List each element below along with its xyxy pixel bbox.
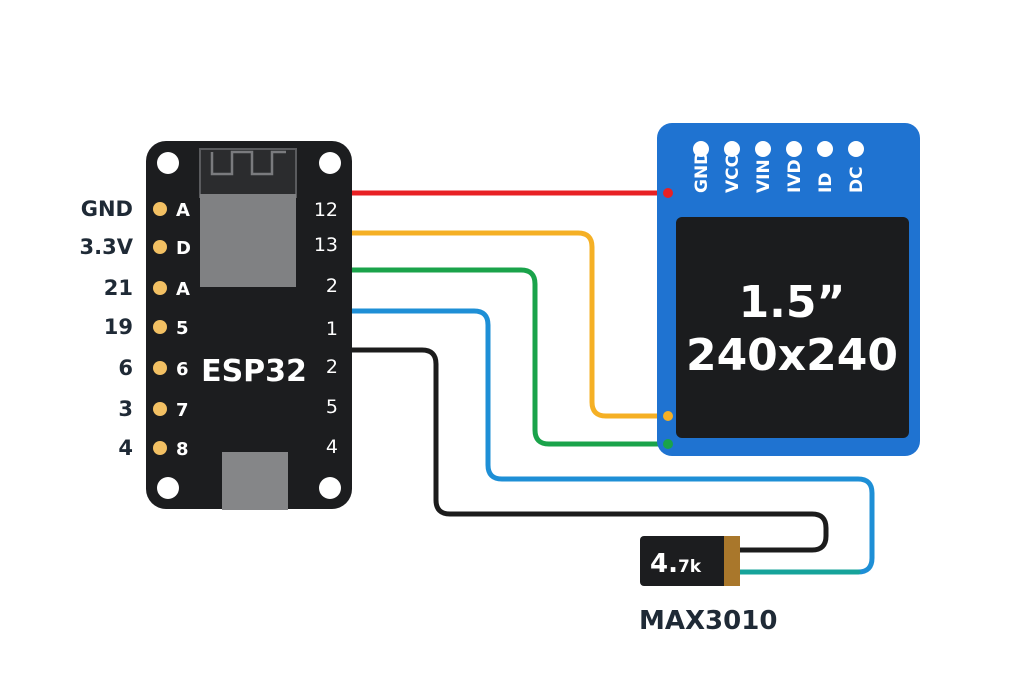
pin-name: D — [176, 238, 191, 259]
pin-pad — [153, 240, 167, 254]
antenna-trace-icon — [210, 150, 286, 176]
sensor-label: MAX3010 — [639, 606, 777, 636]
wires — [349, 190, 875, 575]
usb-connector — [222, 452, 288, 510]
wire-endpoint — [663, 411, 673, 421]
resistor-component: 4.7k — [640, 536, 740, 586]
wire-endpoint — [663, 188, 673, 198]
pin-label: GND — [81, 197, 133, 221]
pin-name: 7 — [176, 400, 189, 421]
mounting-hole — [157, 152, 179, 174]
header-pin — [693, 141, 709, 157]
tft-display-module: GND VCC VIN IVD ID DC 1.5” 240x240 — [657, 123, 920, 456]
display-screen — [676, 217, 909, 438]
pin-number: 4 — [326, 436, 338, 458]
mounting-hole — [319, 152, 341, 174]
pin-number: 1 — [326, 318, 338, 340]
wire-orange — [349, 230, 671, 419]
header-pin — [786, 141, 802, 157]
resistor-value-label: 4.7k — [650, 549, 702, 579]
pin-name: A — [176, 200, 190, 221]
pin-pad — [153, 202, 167, 216]
resistor-body — [640, 536, 740, 586]
header-pin — [724, 141, 740, 157]
wifi-module-shield — [200, 194, 296, 287]
mounting-hole — [319, 477, 341, 499]
wire-green — [349, 267, 671, 447]
pin-pad — [153, 320, 167, 334]
pin-number: 2 — [326, 275, 338, 297]
resistor-band — [724, 536, 740, 586]
pin-label: 21 — [104, 276, 133, 300]
header-pin-label: GND — [692, 151, 712, 193]
pin-pad — [153, 441, 167, 455]
header-pin — [755, 141, 771, 157]
pin-name: A — [176, 279, 190, 300]
pin-number: 12 — [314, 199, 338, 221]
pin-pad — [153, 361, 167, 375]
pin-label: 3 — [118, 397, 133, 421]
header-pin-label: DC — [847, 166, 867, 193]
header-pin-label: VCC — [723, 155, 743, 193]
wire-black — [349, 347, 829, 553]
header-pin — [817, 141, 833, 157]
antenna-area — [199, 148, 297, 198]
display-size-label: 1.5” — [739, 277, 846, 328]
pin-name: 5 — [176, 318, 189, 339]
wire-endpoint — [663, 439, 673, 449]
header-pin — [848, 141, 864, 157]
board-name: ESP32 — [201, 354, 307, 389]
esp32-pcb — [146, 141, 352, 509]
pin-number: 5 — [326, 396, 338, 418]
pin-number: 2 — [326, 356, 338, 378]
pin-name: 8 — [176, 439, 189, 460]
pin-pad — [153, 402, 167, 416]
pin-label: 3.3V — [80, 235, 134, 259]
header-pin-label: VIN — [754, 159, 774, 193]
pin-name: 6 — [176, 359, 189, 380]
pin-label: 6 — [118, 356, 133, 380]
wire-blue — [349, 308, 875, 575]
display-resolution-label: 240x240 — [686, 330, 898, 381]
pin-pad — [153, 281, 167, 295]
pin-number: 13 — [314, 234, 338, 256]
header-pin-label: ID — [816, 173, 836, 193]
pin-label: 19 — [104, 315, 133, 339]
header-pin-label: IVD — [785, 159, 805, 193]
mounting-hole — [157, 477, 179, 499]
display-header-pins: GND VCC VIN IVD ID DC — [692, 141, 867, 193]
pin-label: 4 — [118, 436, 133, 460]
